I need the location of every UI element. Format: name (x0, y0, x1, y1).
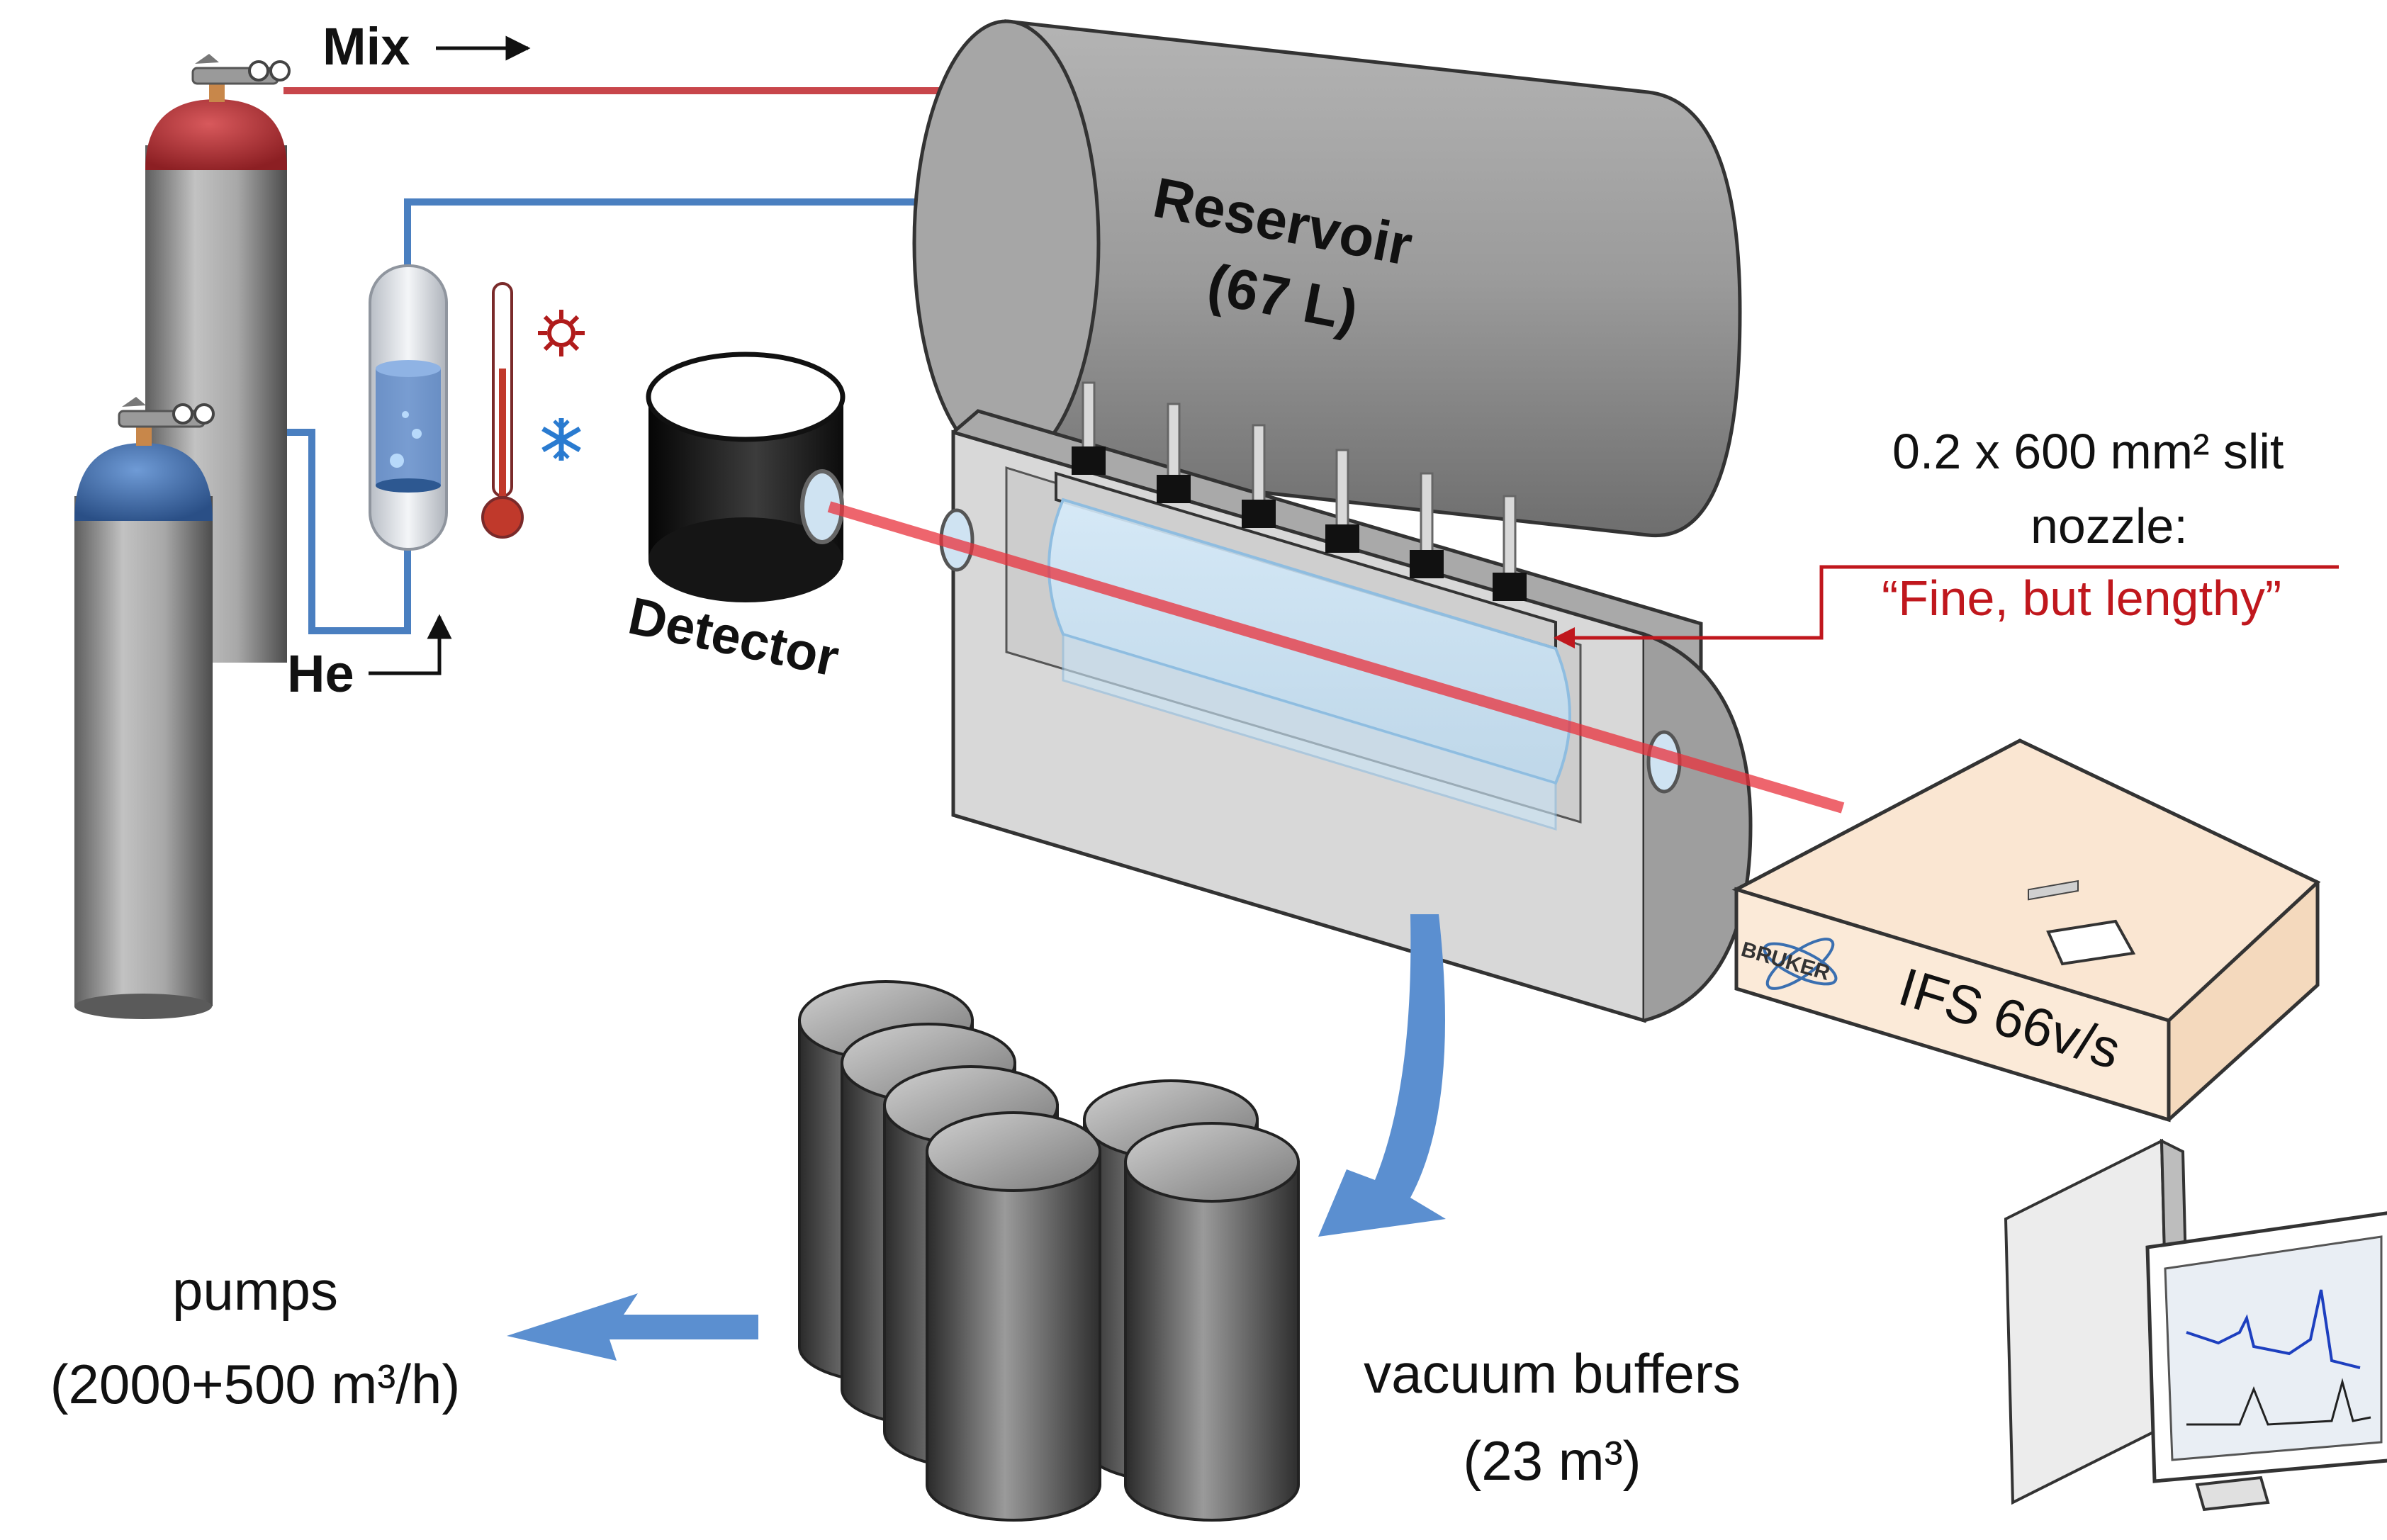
helium-regulator (118, 397, 215, 428)
sun-icon (538, 310, 585, 356)
nozzle-quote: “Fine, but lengthy” (1882, 571, 2282, 626)
pumps-label: pumps (172, 1259, 339, 1322)
saturator-vessel (369, 264, 448, 551)
supersonic-jet (1048, 498, 1571, 831)
detector (646, 352, 846, 602)
mix-label: Mix (322, 17, 410, 76)
nozzle-label: nozzle: (2031, 498, 2188, 553)
infrared-beam (827, 501, 1845, 814)
helium-flow-arrow (369, 614, 452, 675)
pumps-capacity: (2000+500 m³/h) (50, 1353, 461, 1415)
nozzle-spec-label: 0.2 x 600 mm² slit (1892, 424, 2284, 479)
exhaust-flow-arrow (1318, 914, 1446, 1237)
nozzle-annotation-arrow (1554, 565, 2339, 648)
snowflake-icon (541, 418, 581, 461)
computer (2004, 879, 2387, 1512)
pump-flow-arrow (507, 1293, 758, 1361)
buffers-volume: (23 m³) (1463, 1429, 1641, 1492)
ifs-spectrometer (1731, 738, 2321, 1123)
helium-gas-cylinder (74, 422, 213, 1019)
nozzle-feed-tubes (1072, 381, 1527, 601)
mix-regulator (191, 54, 291, 85)
bruker-logo (1763, 938, 1838, 990)
thermometer-icon (481, 282, 524, 539)
vacuum-buffer-tanks (798, 980, 1300, 1522)
helium-label: He (287, 644, 354, 703)
buffers-label: vacuum buffers (1364, 1342, 1741, 1405)
